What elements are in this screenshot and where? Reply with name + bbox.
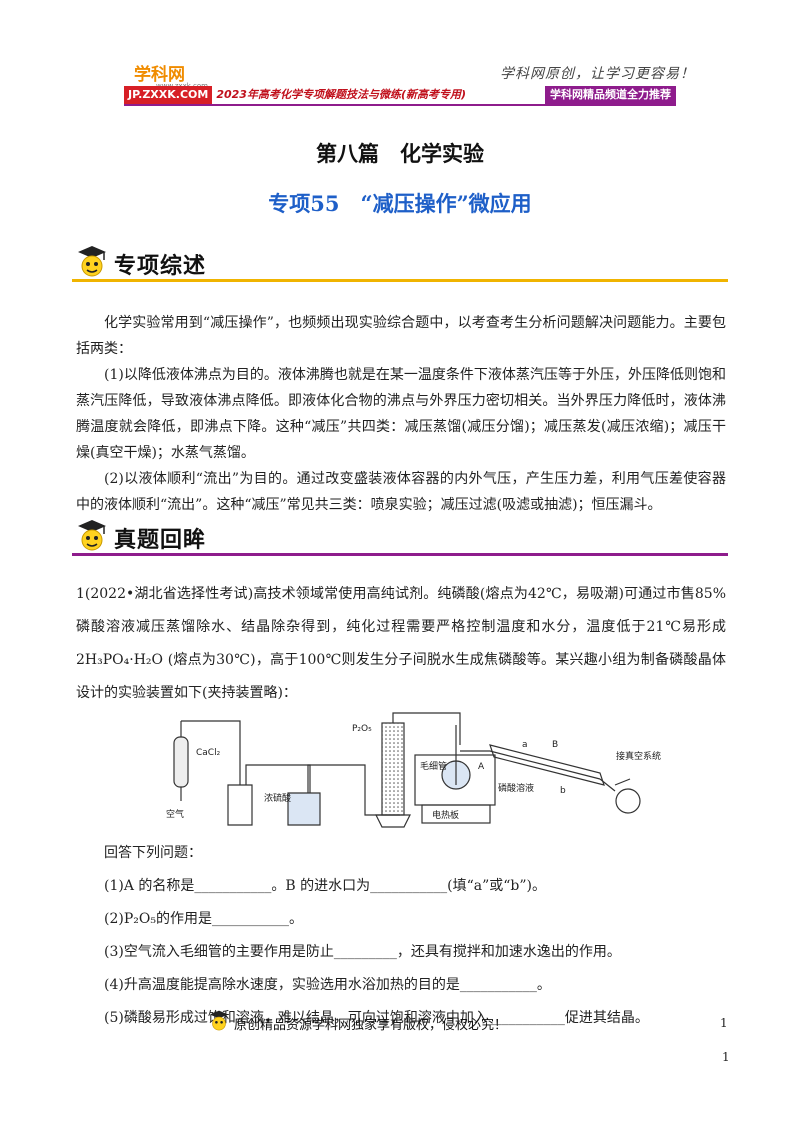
part-title: 第八篇 化学实验 [316, 142, 484, 166]
drying-tube [173, 736, 189, 788]
topic-title: 专项55 “减压操作”微应用 [268, 191, 532, 216]
label-p2o5: P₂O₅ [352, 724, 372, 734]
gas-bottle-2 [287, 792, 321, 826]
apparatus-diagram: CaCl₂ 空气 浓硫酸 P₂O₅ 毛细管 A a B b 接真空系统 磷酸溶液… [166, 712, 661, 828]
label-a: a [522, 740, 528, 750]
label-air: 空气 [166, 808, 184, 820]
question-list: 回答下列问题： (1)A 的名称是___________。B 的进水口为____… [104, 837, 724, 1035]
header-divider [124, 104, 676, 106]
overview-paragraph-3: (2)以液体顺利“流出”为目的。通过改变盛装液体容器的内外气压，产生压力差，利用… [76, 471, 726, 513]
section-rule [72, 279, 728, 282]
gas-bottle-1 [227, 784, 253, 826]
overview-text: 化学实验常用到“减压操作”，也频频出现实验综合题中，以考查考生分析问题解决问题能… [76, 310, 726, 518]
mascot-icon [78, 520, 106, 551]
header-url[interactable]: JP.ZXXK.COM [124, 86, 213, 104]
page-number: 1 [720, 1016, 728, 1030]
section-banner-real-exam: 真题回眸 [72, 510, 728, 562]
question-4: (4)升高温度能提高除水速度，实验选用水浴加热的目的是___________。 [104, 977, 551, 993]
question-1: (1)A 的名称是___________。B 的进水口为___________(… [104, 878, 546, 894]
section-title-real-exam: 真题回眸 [114, 528, 207, 553]
header-slogan: 学科网原创，让学习更容易！ [500, 66, 695, 82]
label-vacuum: 接真空系统 [616, 750, 661, 762]
label-heater: 电热板 [432, 809, 459, 821]
label-b: b [560, 786, 566, 796]
label-A: A [478, 762, 485, 772]
label-h2so4: 浓硫酸 [264, 792, 291, 804]
mascot-icon [78, 246, 106, 277]
section-rule [72, 553, 728, 556]
header-bar: JP.ZXXK.COM 2023年高考化学专项解题技法与微练(新高考专用) 学科… [124, 86, 676, 104]
question-3: (3)空气流入毛细管的主要作用是防止_________，还具有搅拌和加速水逸出的… [104, 944, 621, 960]
label-capillary: 毛细管 [420, 760, 447, 772]
section-banner-overview: 专项综述 [72, 236, 728, 288]
overview-paragraph-2: (1)以降低液体沸点为目的。液体沸腾也就是在某一温度条件下液体蒸汽压等于外压，外… [76, 367, 726, 461]
hot-plate [421, 804, 491, 824]
section-title-overview: 专项综述 [114, 254, 207, 279]
footer-copyright: 原创精品资源学科网独家享有版权，侵权必究！ [234, 1018, 508, 1033]
label-phosphoric: 磷酸溶液 [498, 782, 534, 794]
receiving-flask [615, 788, 641, 814]
label-B: B [552, 740, 558, 750]
header-series-title: 2023年高考化学专项解题技法与微练(新高考专用) [212, 86, 545, 104]
question-5: (5)磷酸易形成过饱和溶液，难以结晶，可向过饱和溶液中加入___________… [104, 1010, 649, 1026]
p2o5-column [381, 722, 405, 816]
question-intro: 回答下列问题： [104, 845, 202, 861]
condenser-B [489, 744, 605, 786]
page-number-secondary: 1 [722, 1050, 730, 1064]
problem-stem: 1(2022•湖北省选择性考试)高技术领域常使用高纯试剂。纯磷酸(熔点为42℃，… [76, 586, 726, 701]
header-recommend: 学科网精品频道全力推荐 [545, 86, 676, 104]
label-cacl2: CaCl₂ [196, 748, 221, 758]
overview-paragraph-1: 化学实验常用到“减压操作”，也频频出现实验综合题中，以考查考生分析问题解决问题能… [76, 315, 726, 357]
logo-text: 学科网 [134, 65, 185, 85]
question-2: (2)P₂O₅的作用是___________。 [104, 911, 303, 927]
footer-mascot-icon [209, 1010, 229, 1031]
